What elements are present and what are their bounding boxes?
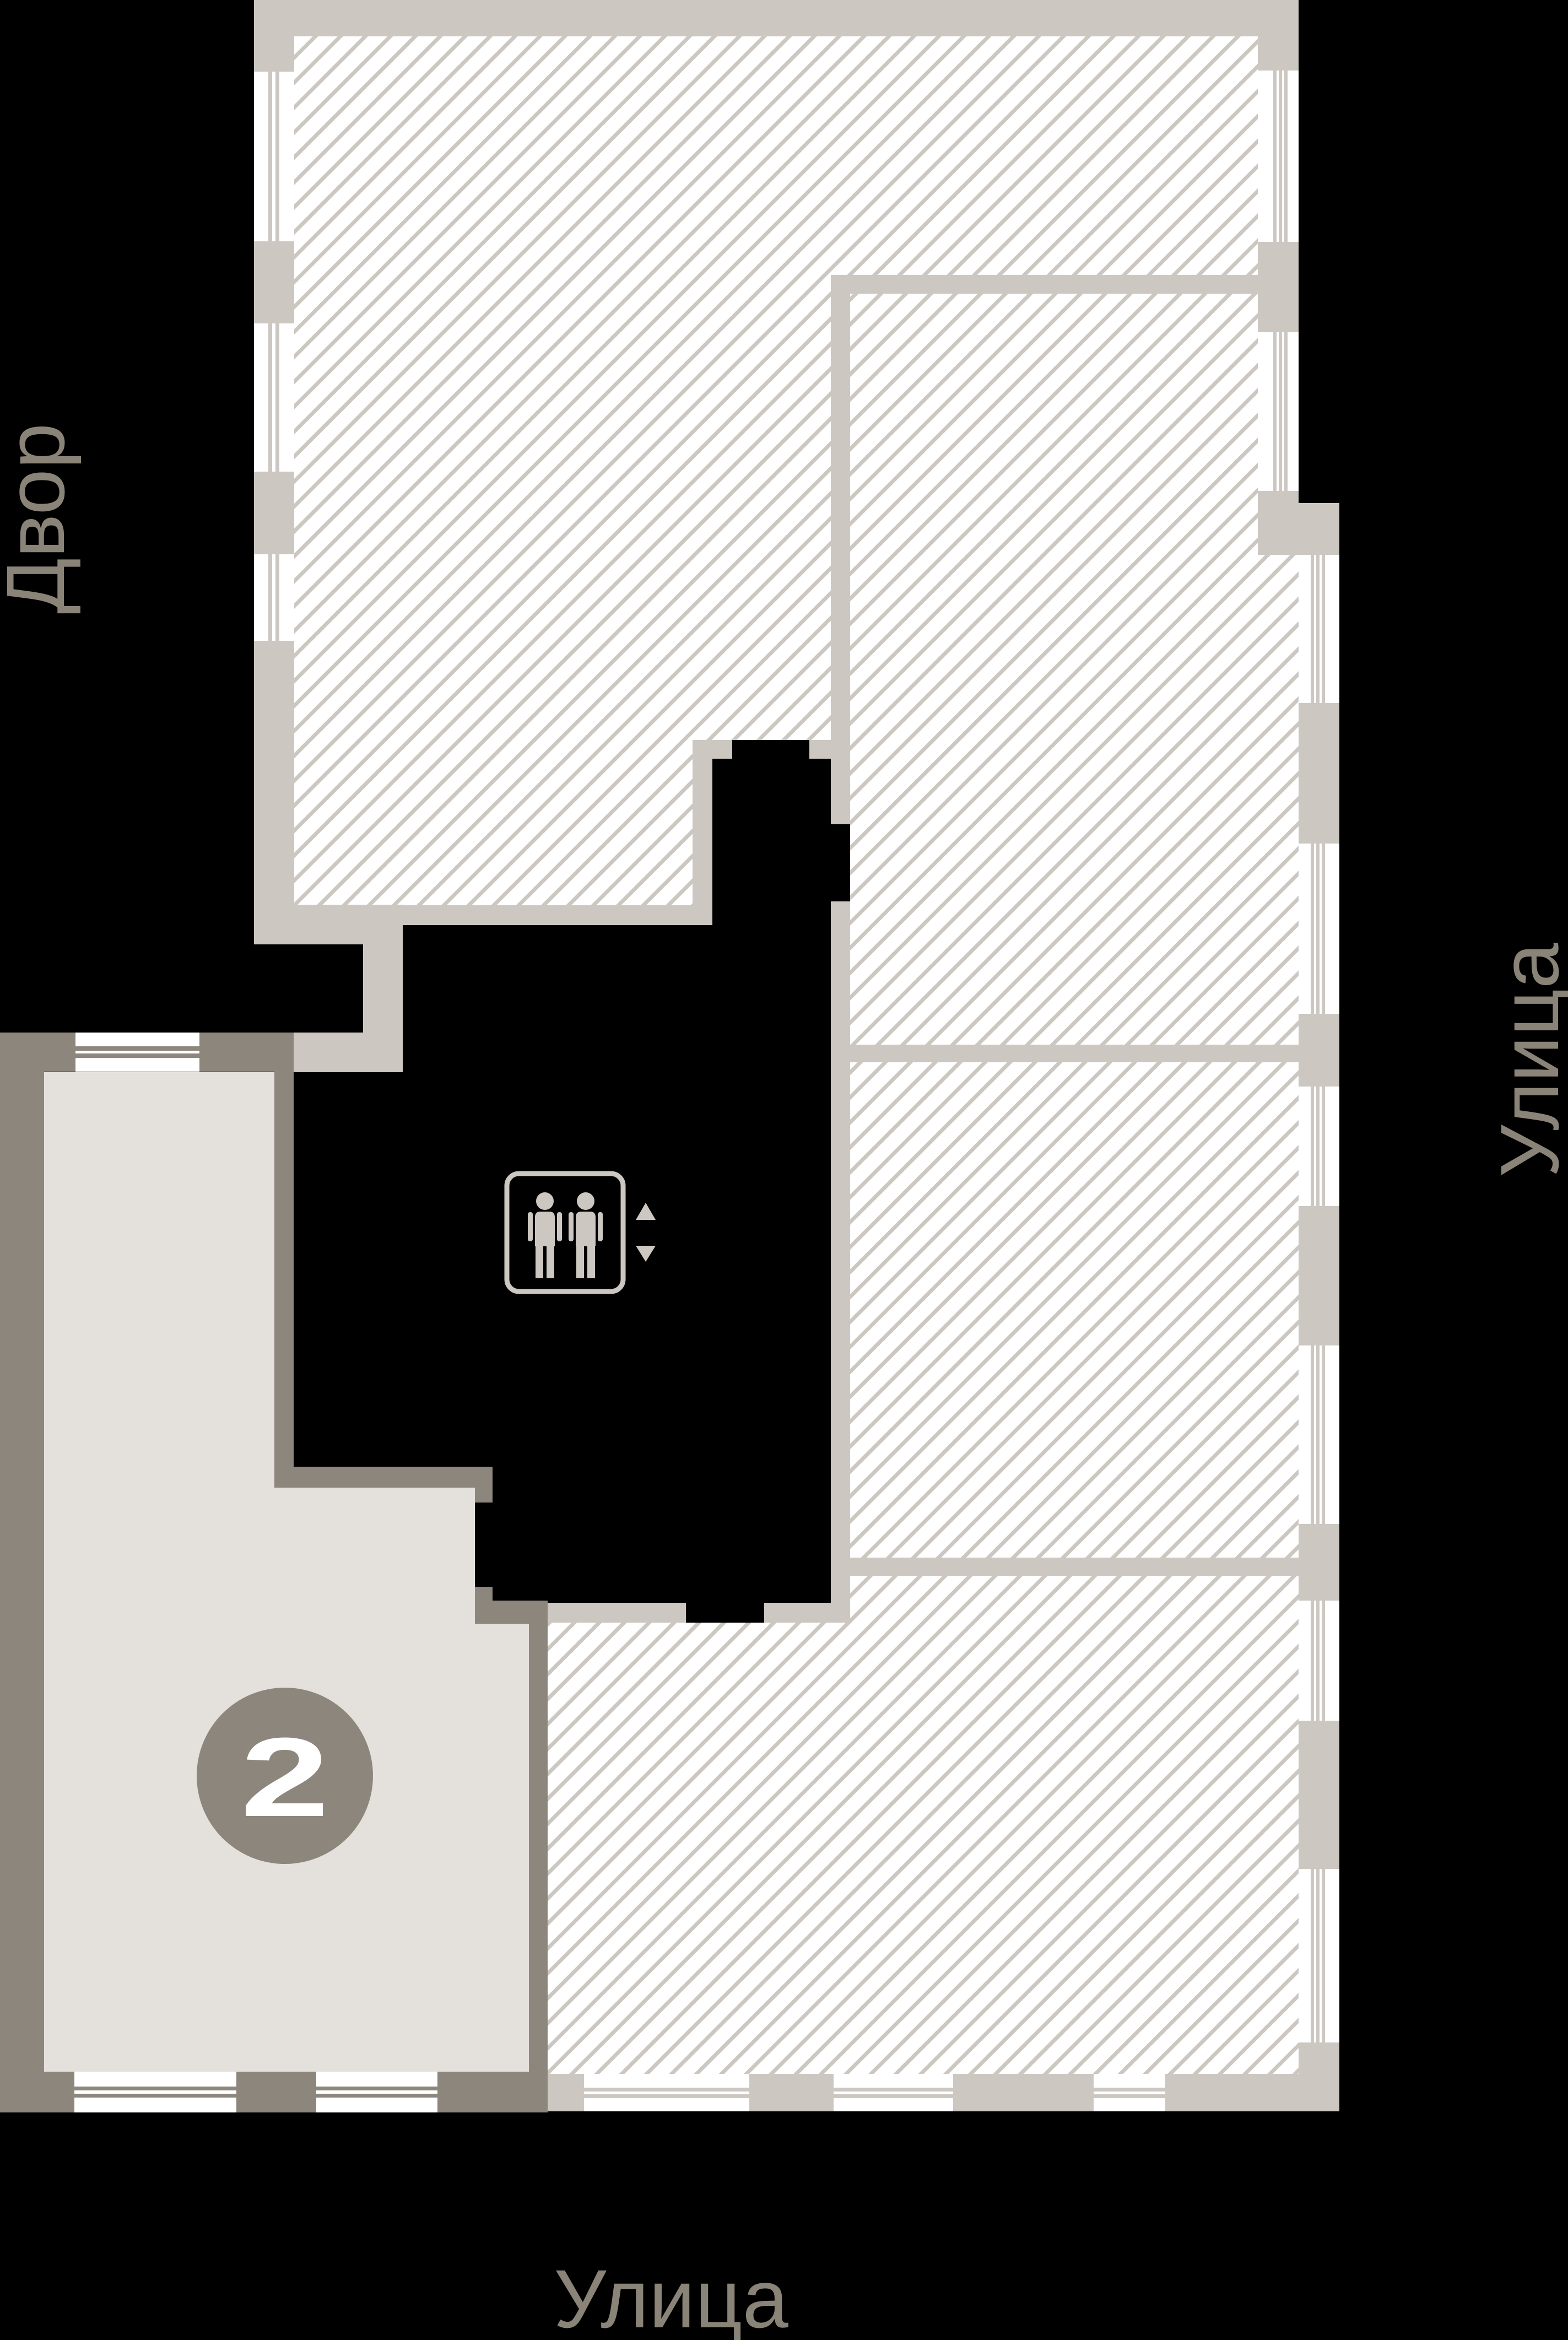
svg-text:2: 2 [240, 1715, 329, 1840]
svg-text:Улица: Улица [1483, 942, 1568, 1177]
svg-text:Двор: Двор [0, 423, 82, 614]
svg-text:Улица: Улица [554, 2252, 788, 2340]
